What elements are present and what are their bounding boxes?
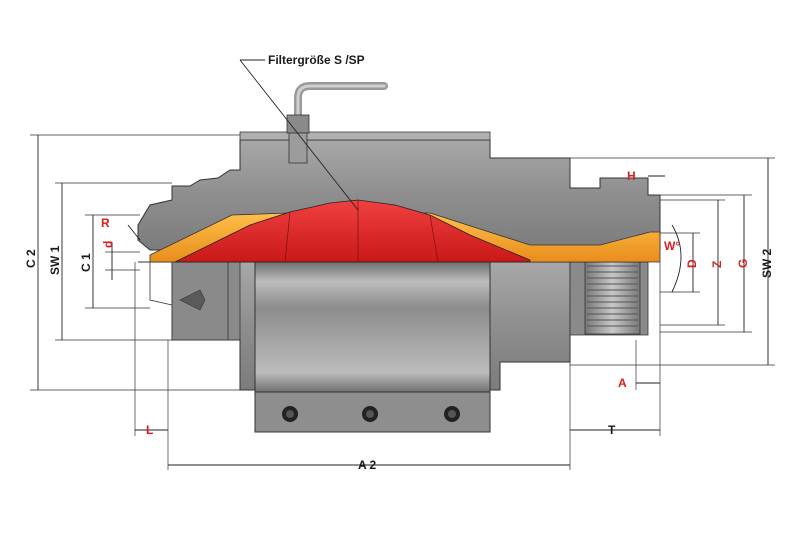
dim-label-SW2: SW 2: [760, 248, 774, 278]
dim-label-R: R: [101, 216, 110, 230]
title-leader: [239, 59, 359, 211]
dim-label-H: H: [627, 169, 636, 183]
dim-label-L: L: [146, 423, 153, 437]
left-dimensions: [30, 134, 240, 391]
vent-screw-handle: [286, 82, 388, 164]
filter-element-red: [174, 199, 531, 263]
filter-size-title: Filtergröße S /SP: [268, 53, 365, 67]
right-dimensions: [570, 157, 775, 366]
dim-label-Z: Z: [710, 261, 724, 268]
dim-label-T: T: [608, 423, 616, 437]
dim-label-W: W°: [664, 239, 680, 253]
bottom-dimensions: [134, 262, 661, 470]
dim-label-A: A: [618, 376, 627, 390]
dim-label-SW1: SW 1: [48, 245, 62, 275]
left-port: [171, 261, 241, 341]
dim-label-C1: C 1: [79, 253, 93, 272]
filter-cylinder: [254, 261, 491, 433]
dim-label-A2: A 2: [358, 458, 377, 472]
dim-label-D: D: [685, 259, 699, 268]
thread-right: [584, 261, 641, 335]
dim-label-C2: C 2: [24, 249, 38, 268]
dim-label-d: d: [101, 241, 115, 248]
dim-label-G: G: [736, 259, 750, 268]
